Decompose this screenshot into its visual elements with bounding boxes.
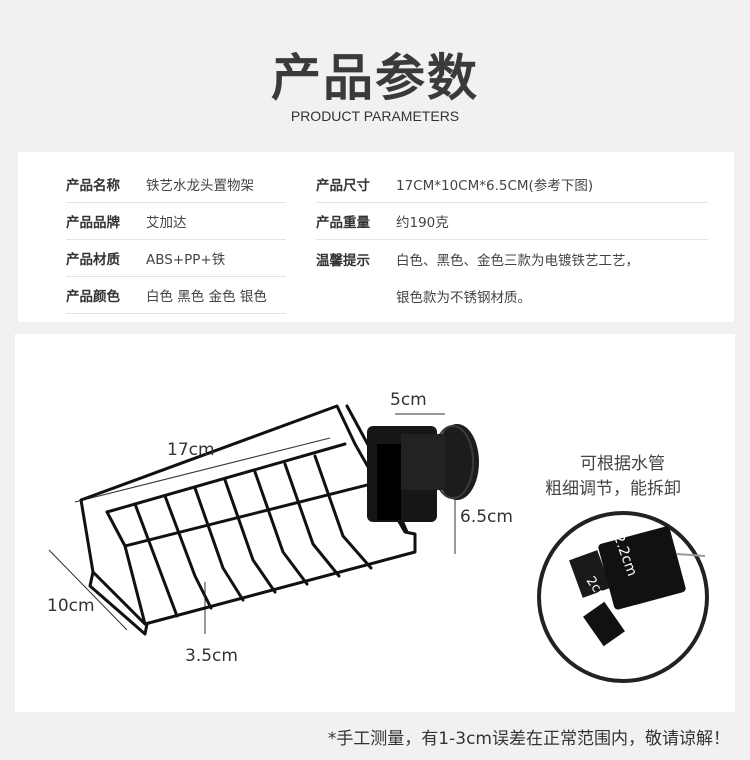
param-row-tip: 温馨提示 白色、黑色、金色三款为电镀铁艺工艺， [316, 240, 708, 277]
parameters-left-column: 产品名称 铁艺水龙头置物架 产品品牌 艾加达 产品材质 ABS+PP+铁 产品颜… [66, 166, 286, 314]
product-diagram [48, 404, 709, 683]
param-value: 约190克 [396, 215, 449, 231]
clamp-screw [401, 434, 445, 490]
wire-rack-icon [79, 404, 417, 636]
param-value: 白色、黑色、金色三款为电镀铁艺工艺， [396, 252, 639, 269]
param-value: 17CM*10CM*6.5CM(参考下图) [396, 178, 594, 194]
measurement-footnote: *手工测量，有1-3cm误差在正常范围内，敬请谅解！ [327, 729, 730, 749]
rack-wire [253, 470, 309, 586]
param-value: 铁艺水龙头置物架 [146, 178, 254, 194]
length-label: 17cm [167, 440, 215, 460]
param-label: 产品尺寸 [316, 178, 370, 194]
rack-wire [223, 478, 277, 594]
detail-clamp-jaw [569, 550, 611, 598]
length-dimension-line [74, 437, 331, 503]
rack-wire [313, 454, 373, 570]
page-title: 产品参数 [271, 49, 479, 107]
width-label: 10cm [47, 596, 95, 616]
param-label: 产品名称 [66, 178, 120, 194]
param-value: ABS+PP+铁 [146, 252, 226, 268]
depth-label: 3.5cm [185, 646, 238, 666]
param-label: 产品重量 [316, 215, 370, 231]
param-row-weight: 产品重量 约190克 [316, 203, 708, 240]
parameters-right-column: 产品尺寸 17CM*10CM*6.5CM(参考下图) 产品重量 约190克 温馨… [316, 166, 708, 314]
rack-back-rail [105, 442, 347, 514]
param-label: 产品颜色 [66, 289, 120, 305]
rack-wire [193, 486, 245, 602]
clamp-width-label: 5cm [390, 390, 427, 410]
param-row-name: 产品名称 铁艺水龙头置物架 [66, 166, 286, 203]
faucet-clamp-icon [367, 424, 479, 522]
param-label: 产品材质 [66, 252, 120, 268]
page-subtitle: PRODUCT PARAMETERS [290, 108, 460, 124]
parameters-card: 产品名称 铁艺水龙头置物架 产品品牌 艾加达 产品材质 ABS+PP+铁 产品颜… [18, 152, 734, 322]
detail-inset [537, 511, 709, 683]
rack-wire [133, 502, 179, 618]
width-dimension-line [48, 549, 128, 631]
height-label: 6.5cm [460, 507, 513, 527]
param-row-size: 产品尺寸 17CM*10CM*6.5CM(参考下图) [316, 166, 708, 203]
clamp-jaw [377, 444, 401, 520]
param-value: 艾加达 [146, 215, 187, 231]
param-label: 产品品牌 [66, 215, 120, 231]
rack-wire [283, 462, 341, 578]
diagram-card: 17cm 10cm 6.5cm 5cm 3.5cm 2.2cm 2cm 可根据水… [15, 334, 735, 712]
adjust-tip-line-2: 粗细调节，能拆卸 [545, 479, 681, 499]
clamp-knob [435, 424, 479, 500]
param-label: 温馨提示 [316, 252, 370, 269]
rack-mid-rail [123, 478, 389, 548]
param-row-color: 产品颜色 白色 黑色 金色 银色 [66, 277, 286, 314]
rack-front-lip [88, 570, 149, 636]
detail-screw [583, 601, 625, 647]
detail-pipe-line [676, 553, 706, 557]
param-row-brand: 产品品牌 艾加达 [66, 203, 286, 240]
detail-clamp-body [598, 526, 686, 610]
adjust-tip-line-1: 可根据水管 [580, 454, 665, 474]
rack-frame [79, 404, 417, 626]
param-row-material: 产品材质 ABS+PP+铁 [66, 240, 286, 277]
param-value: 白色 黑色 金色 银色 [146, 289, 267, 305]
rack-wire [163, 494, 213, 610]
param-value: 银色款为不锈钢材质。 [396, 289, 531, 306]
param-row-tip-continued: 银色款为不锈钢材质。 [316, 277, 708, 314]
